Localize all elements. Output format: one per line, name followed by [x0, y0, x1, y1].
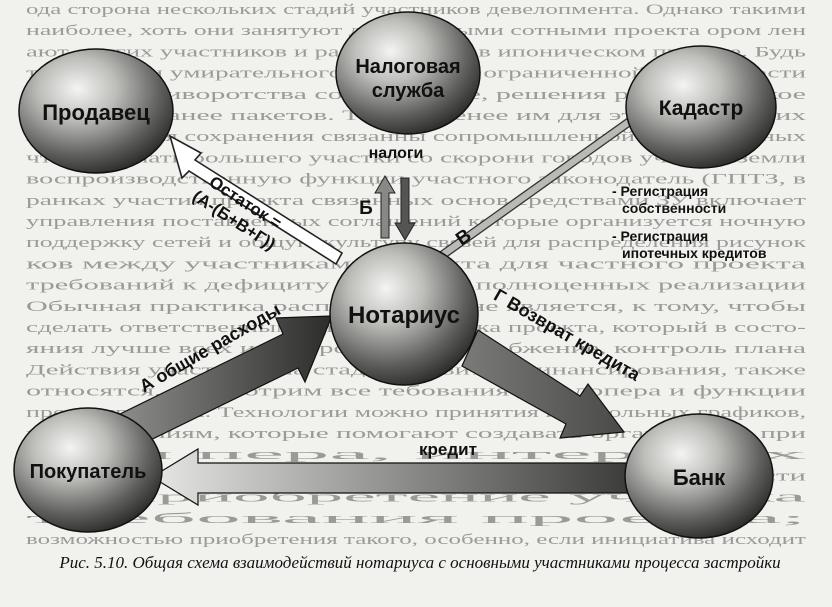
arrow-taxes-down	[394, 177, 416, 241]
label-b: Б	[359, 198, 373, 219]
node-cadastre: Кадастр	[625, 45, 777, 169]
node-seller: Продавец	[18, 48, 174, 174]
arrow-credit	[150, 447, 629, 507]
arrow-taxes-up	[374, 175, 396, 239]
background-text-line: возможностью приобретения такого, особен…	[26, 532, 807, 548]
node-bank: Банк	[624, 413, 774, 539]
svg-text:Налоговая: Налоговая	[355, 56, 460, 78]
background-text-line: чтобы ломать большего участки со скорони…	[26, 150, 806, 166]
background-text-line: требования проекта;	[26, 511, 806, 527]
background-text-line: ранках участия проекта связанных основ с…	[26, 193, 807, 209]
label-credit: кредит	[419, 440, 477, 459]
svg-text:Нотариус: Нотариус	[348, 302, 460, 329]
note-reg-mortgage-1: - Регистрация	[612, 228, 708, 244]
svg-text:Банк: Банк	[673, 465, 726, 490]
note-reg-mortgage-2: ипотечных кредитов	[622, 245, 767, 261]
figure-caption: Рис. 5.10. Общая схема взаимодействий но…	[59, 553, 781, 572]
note-reg-property-2: собственности	[622, 200, 726, 216]
node-buyer: Покупатель	[13, 407, 163, 533]
background-text-line: ода сторона нескольких стадий участников…	[26, 2, 806, 18]
svg-text:Продавец: Продавец	[42, 100, 150, 125]
node-tax-service: Налоговая служба	[335, 11, 481, 135]
arrow-remainder	[168, 134, 344, 266]
node-notary: Нотариус	[329, 242, 479, 386]
background-text-line: управления поставленных соглашений котор…	[26, 214, 806, 230]
background-text-line: дом пера, интересах	[26, 447, 809, 463]
note-reg-property-1: - Регистрация	[612, 183, 708, 199]
svg-text:Покупатель: Покупатель	[30, 461, 147, 483]
label-taxes: налоги	[369, 145, 424, 162]
svg-text:служба: служба	[372, 80, 445, 102]
svg-text:Кадастр: Кадастр	[659, 97, 744, 120]
